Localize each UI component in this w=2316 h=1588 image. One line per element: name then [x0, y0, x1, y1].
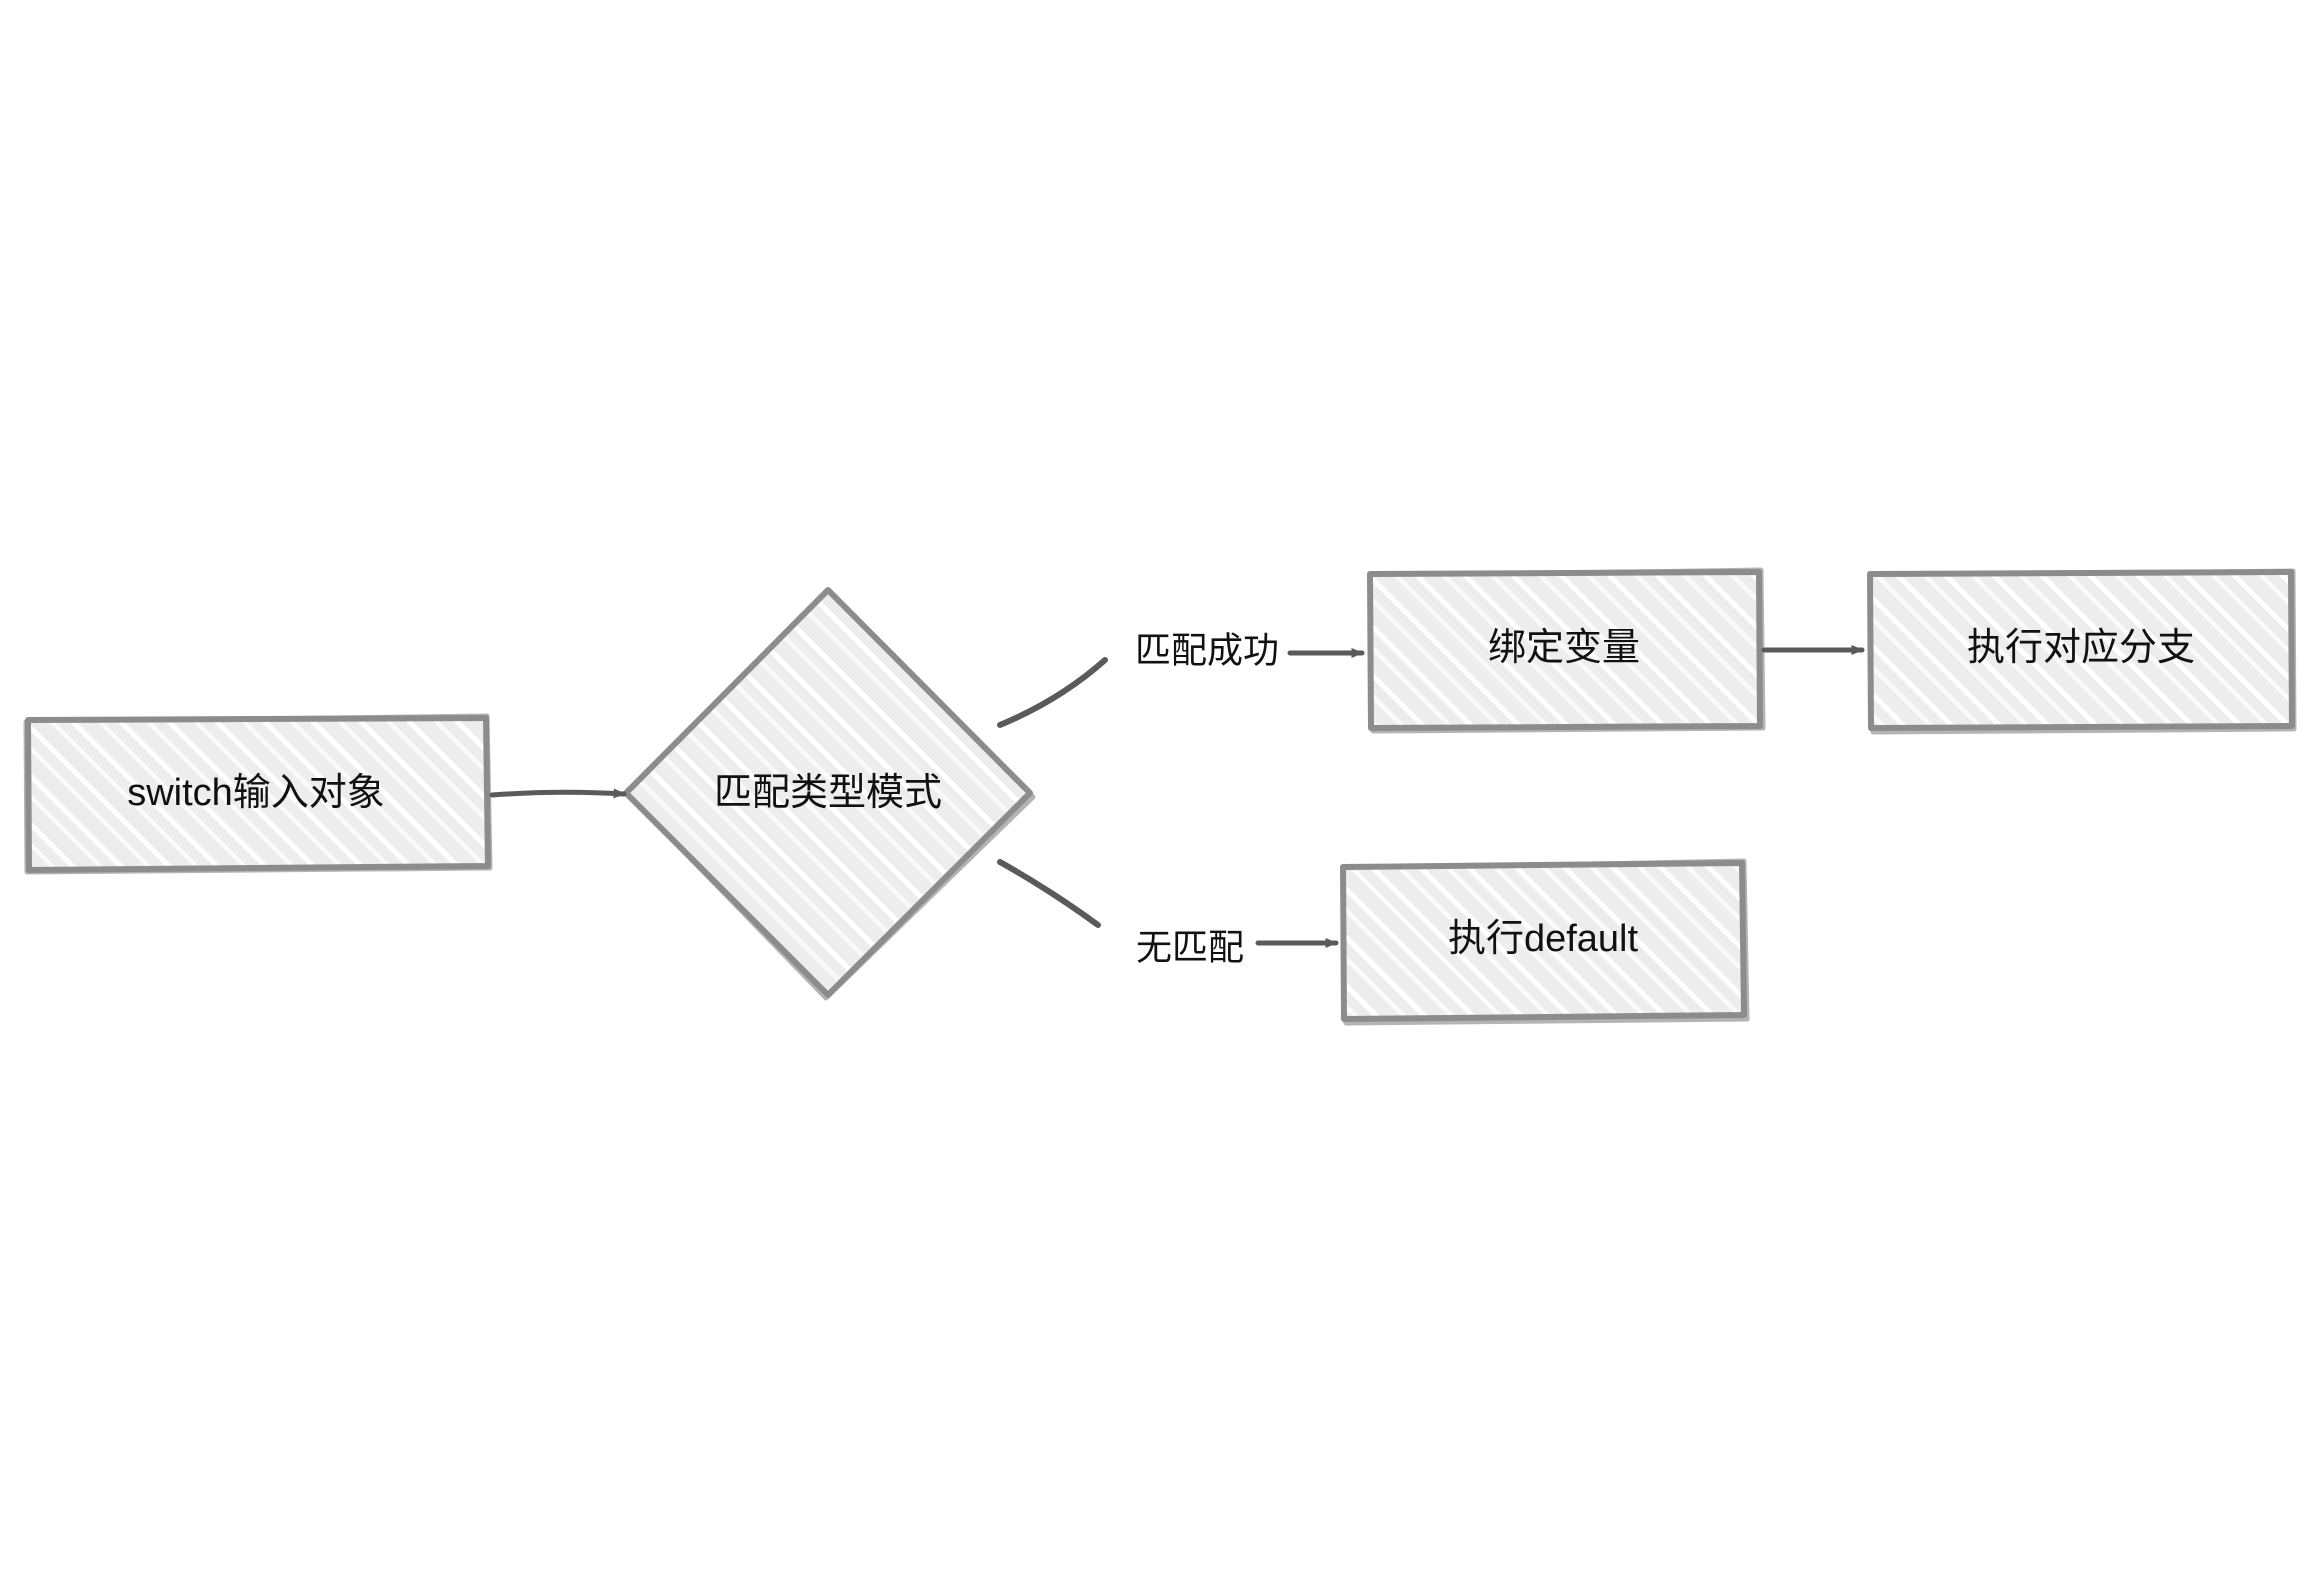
sketch-outline-front	[1867, 569, 2295, 731]
sketch-outline-front	[1367, 569, 1763, 731]
node-switch-input-object[interactable]: switch输入对象	[23, 713, 493, 875]
edge-path	[489, 788, 627, 799]
sketch-outline-front	[25, 715, 491, 873]
edge-match-to-default: 无匹配	[997, 859, 1339, 968]
node-execute-default[interactable]: 执行default	[1340, 858, 1750, 1026]
node-label: switch输入对象	[127, 772, 385, 814]
sketch-outline-front	[1340, 860, 1747, 1022]
node-label: 匹配类型模式	[714, 772, 942, 814]
node-fill	[1870, 572, 2292, 728]
edge-label-no-match: 无匹配	[1136, 927, 1244, 968]
node-execute-matching-branch[interactable]: 执行对应分支	[1867, 568, 2297, 735]
edge-match-to-bind: 匹配成功	[997, 630, 1365, 728]
node-label: 执行default	[1448, 918, 1639, 960]
edge-input-to-match	[489, 788, 627, 799]
node-match-type-pattern[interactable]: 匹配类型模式	[623, 587, 1036, 1001]
node-label: 绑定变量	[1488, 627, 1640, 669]
node-bind-variable[interactable]: 绑定变量	[1367, 567, 1766, 734]
edge-path-segment-a	[997, 657, 1108, 728]
sketch-outline-front	[623, 587, 1033, 998]
edge-path-segment-a	[997, 859, 1101, 928]
edge-label-match-success: 匹配成功	[1135, 630, 1279, 671]
node-fill	[1370, 572, 1760, 728]
node-fill	[28, 718, 488, 870]
node-label: 执行对应分支	[1967, 627, 2195, 669]
node-fill	[1343, 863, 1744, 1019]
